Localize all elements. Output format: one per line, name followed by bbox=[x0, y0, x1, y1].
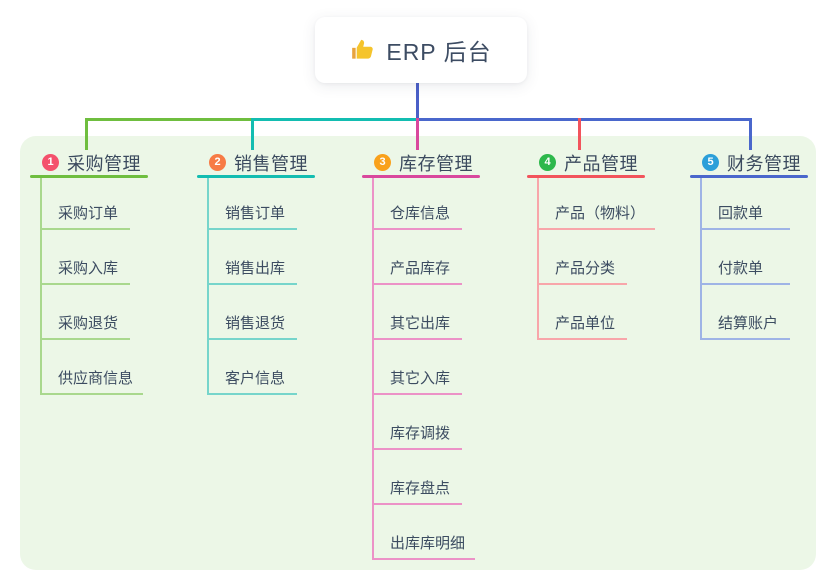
branch-number-badge: 5 bbox=[702, 154, 719, 171]
child-node[interactable]: 产品（物料） bbox=[539, 178, 656, 230]
child-node[interactable]: 供应商信息 bbox=[42, 340, 144, 395]
connector-segment bbox=[251, 118, 418, 121]
child-node[interactable]: 采购订单 bbox=[42, 178, 130, 230]
branch-drop-line bbox=[416, 118, 419, 150]
child-node[interactable]: 结算账户 bbox=[702, 285, 790, 340]
child-node[interactable]: 仓库信息 bbox=[374, 178, 462, 230]
child-node-label: 采购退货 bbox=[58, 315, 119, 332]
child-node[interactable]: 产品分类 bbox=[539, 230, 627, 285]
child-node[interactable]: 销售订单 bbox=[209, 178, 297, 230]
child-node[interactable]: 其它入库 bbox=[374, 340, 462, 395]
root-connector-line bbox=[416, 83, 419, 119]
branch-title-node[interactable]: 3 库存管理 bbox=[362, 150, 480, 175]
branch-title-label: 产品管理 bbox=[564, 153, 638, 174]
branch-underline bbox=[527, 175, 645, 178]
child-node[interactable]: 出库库明细 bbox=[374, 505, 476, 560]
child-node-label: 采购订单 bbox=[58, 205, 119, 222]
branch-children: 销售订单销售出库销售退货客户信息 bbox=[207, 178, 297, 395]
child-node-label: 销售出库 bbox=[225, 260, 286, 277]
connector-segment bbox=[416, 118, 752, 121]
child-node-label: 付款单 bbox=[718, 260, 764, 277]
branches-panel bbox=[20, 136, 816, 570]
branch-children: 回款单付款单结算账户 bbox=[700, 178, 790, 340]
child-node-label: 产品分类 bbox=[555, 260, 616, 277]
child-node-label: 出库库明细 bbox=[390, 535, 466, 552]
child-node-label: 销售订单 bbox=[225, 205, 286, 222]
branch-number-badge: 1 bbox=[42, 154, 59, 171]
branch-children: 产品（物料） 产品分类产品单位 bbox=[537, 178, 656, 340]
branch-5: 5 财务管理回款单付款单结算账户 bbox=[690, 150, 808, 340]
branch-title-node[interactable]: 2 销售管理 bbox=[197, 150, 315, 175]
child-node[interactable]: 产品单位 bbox=[539, 285, 627, 340]
branch-1: 1 采购管理采购订单采购入库采购退货供应商信息 bbox=[30, 150, 148, 395]
branch-title-node[interactable]: 5 财务管理 bbox=[690, 150, 808, 175]
branch-underline bbox=[690, 175, 808, 178]
branch-drop-line bbox=[578, 118, 581, 150]
child-node[interactable]: 客户信息 bbox=[209, 340, 297, 395]
branch-3: 3 库存管理仓库信息产品库存其它出库其它入库库存调拨库存盘点出库库明细 bbox=[362, 150, 480, 560]
root-node[interactable]: ERP 后台 bbox=[315, 17, 527, 83]
child-node[interactable]: 采购入库 bbox=[42, 230, 130, 285]
child-node-label: 产品单位 bbox=[555, 315, 616, 332]
branch-title-label: 采购管理 bbox=[67, 153, 141, 174]
connector-segment bbox=[85, 118, 253, 121]
child-node[interactable]: 销售出库 bbox=[209, 230, 297, 285]
branch-underline bbox=[362, 175, 480, 178]
branch-title-label: 库存管理 bbox=[399, 153, 473, 174]
branch-2: 2 销售管理销售订单销售出库销售退货客户信息 bbox=[197, 150, 315, 395]
branch-4: 4 产品管理产品（物料） 产品分类产品单位 bbox=[527, 150, 656, 340]
child-node[interactable]: 产品库存 bbox=[374, 230, 462, 285]
branch-children: 仓库信息产品库存其它出库其它入库库存调拨库存盘点出库库明细 bbox=[372, 178, 476, 560]
child-node-label: 产品库存 bbox=[390, 260, 451, 277]
child-node[interactable]: 回款单 bbox=[702, 178, 790, 230]
root-node-title: ERP 后台 bbox=[386, 39, 492, 65]
branch-title-node[interactable]: 4 产品管理 bbox=[527, 150, 645, 175]
branch-number-badge: 3 bbox=[374, 154, 391, 171]
branch-number-badge: 2 bbox=[209, 154, 226, 171]
child-node[interactable]: 库存调拨 bbox=[374, 395, 462, 450]
branch-title-label: 销售管理 bbox=[234, 153, 308, 174]
branch-underline bbox=[30, 175, 148, 178]
child-node-label: 库存调拨 bbox=[390, 425, 451, 442]
child-node-label: 销售退货 bbox=[225, 315, 286, 332]
child-node-label: 仓库信息 bbox=[390, 205, 451, 222]
child-node[interactable]: 付款单 bbox=[702, 230, 790, 285]
branch-drop-line bbox=[85, 118, 88, 150]
branch-drop-line bbox=[251, 118, 254, 150]
child-node-label: 产品（物料） bbox=[555, 205, 646, 222]
branch-underline bbox=[197, 175, 315, 178]
child-node-label: 其它出库 bbox=[390, 315, 451, 332]
child-node[interactable]: 销售退货 bbox=[209, 285, 297, 340]
branch-title-label: 财务管理 bbox=[727, 153, 801, 174]
child-node[interactable]: 其它出库 bbox=[374, 285, 462, 340]
branch-drop-line bbox=[749, 118, 752, 150]
child-node-label: 供应商信息 bbox=[58, 370, 134, 387]
child-node-label: 回款单 bbox=[718, 205, 764, 222]
thumbs-up-icon bbox=[350, 37, 376, 63]
child-node[interactable]: 库存盘点 bbox=[374, 450, 462, 505]
child-node-label: 其它入库 bbox=[390, 370, 451, 387]
child-node-label: 库存盘点 bbox=[390, 480, 451, 497]
branch-title-node[interactable]: 1 采购管理 bbox=[30, 150, 148, 175]
child-node[interactable]: 采购退货 bbox=[42, 285, 130, 340]
child-node-label: 采购入库 bbox=[58, 260, 119, 277]
child-node-label: 客户信息 bbox=[225, 370, 286, 387]
child-node-label: 结算账户 bbox=[718, 315, 779, 332]
branch-children: 采购订单采购入库采购退货供应商信息 bbox=[40, 178, 144, 395]
branch-number-badge: 4 bbox=[539, 154, 556, 171]
